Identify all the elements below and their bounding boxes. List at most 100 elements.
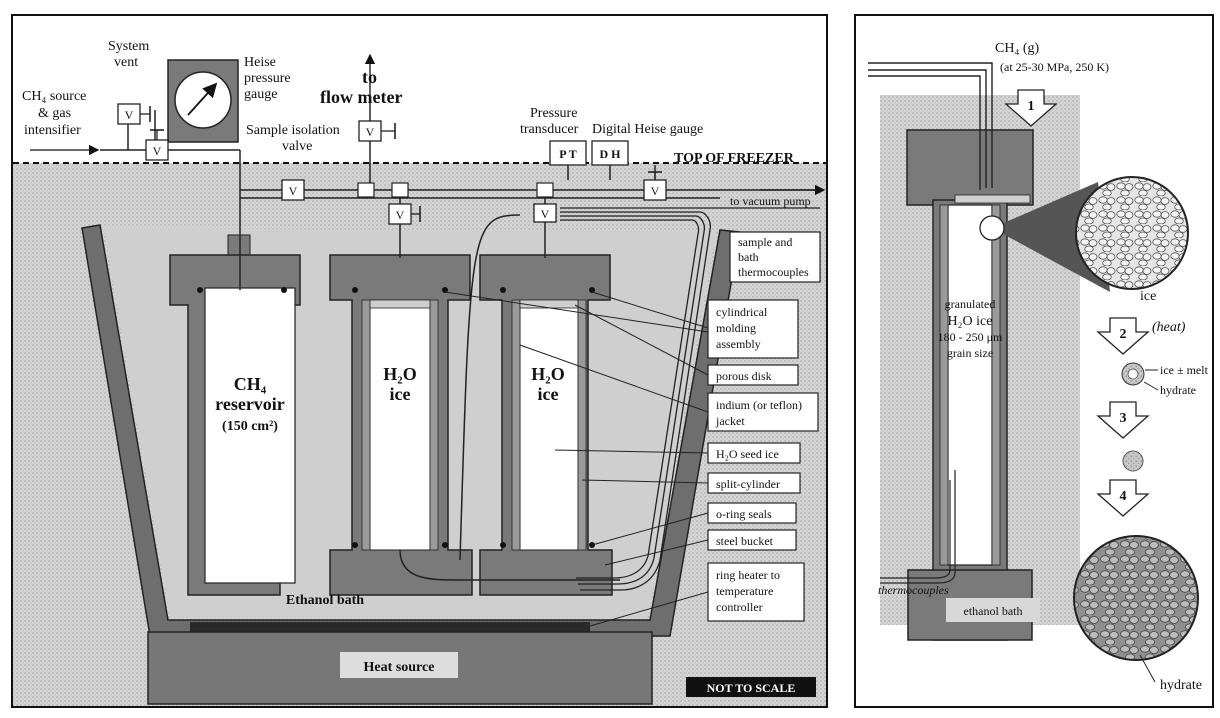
label-reservoir-3: (150 cm²) [222,419,278,434]
svg-text:V: V [541,207,550,221]
svg-text:o-ring seals: o-ring seals [716,507,772,521]
svg-text:split-cylinder: split-cylinder [716,477,780,491]
label-system-vent-2: vent [114,55,138,70]
label-digital-heise: Digital Heise gauge [592,122,703,137]
label-hydrate-small: hydrate [1160,383,1196,397]
svg-text:V: V [366,125,375,139]
label-system-vent-1: System [108,39,149,54]
svg-text:porous disk: porous disk [716,369,772,383]
valve-sample-2: V [533,203,557,223]
svg-text:sample and: sample and [738,235,792,249]
step-4: 4 [1120,489,1127,504]
valve-vacuum: V [643,171,667,201]
sample-assembly-2 [479,254,613,596]
molding-vessel [906,129,1034,641]
not-to-scale-bg [686,677,816,697]
svg-text:D H: D H [600,147,622,161]
svg-text:V: V [396,208,405,222]
step-arrows [1004,89,1150,517]
right-bath-label-bg [946,598,1040,622]
box-thermocouples [729,231,821,283]
label-not-to-scale: NOT TO SCALE [707,681,796,695]
label-reservoir-2: reservoir [215,394,285,414]
label-ice2-2: ice [538,384,559,404]
ice-grain-magnified [1075,176,1189,290]
label-heat-source: Heat source [364,660,435,675]
callout-leaders [444,291,709,627]
label-vacuum-pump: to vacuum pump [730,194,811,208]
label-heat: (heat) [1152,320,1186,335]
label-ice: ice [1140,289,1156,304]
heise-pressure-gauge [167,59,239,143]
step-1: 1 [1028,99,1035,114]
svg-text:V: V [153,144,162,158]
label-ch4-conditions: (at 25-30 MPa, 250 K) [1000,60,1109,74]
reservoir-chamber [204,287,296,584]
ring-heater-plate [190,622,590,632]
svg-text:jacket: jacket [715,414,745,428]
label-top-of-freezer: TOP OF FREEZER [674,151,795,166]
digital-heise-gauge: D H [591,140,629,166]
label-thermocouples: thermocouples [878,583,949,597]
pressure-transducer: P T [549,140,587,166]
svg-text:ring heater to: ring heater to [716,568,780,582]
label-ch4-source-1: CH₄ source [22,89,86,104]
label-heise-2: pressure [244,71,291,86]
svg-text:indium (or teflon): indium (or teflon) [716,398,802,412]
label-sample-iso-1: Sample isolation [246,123,340,138]
ice-grain-point [979,215,1005,241]
label-ch4-gas: CH₄ (g) [995,41,1039,56]
label-heise-3: gauge [244,87,277,102]
label-flow-1: to [362,67,377,87]
valve-system-vent: V [117,103,151,125]
svg-text:cylindrical: cylindrical [716,305,768,319]
svg-text:temperature: temperature [716,584,773,598]
label-sample-iso-2: valve [282,139,312,154]
label-flow-2: flow meter [320,87,402,107]
svg-text:thermocouples: thermocouples [738,265,809,279]
ch4-reservoir-assembly [169,234,301,596]
sample-assembly-1 [329,254,473,596]
thermocouple-lines [880,470,956,584]
label-granulated-1: granulated [945,297,996,311]
svg-text:bath: bath [738,250,759,264]
label-granulated-3: 180 - 250 μm [938,330,1003,344]
right-panel: 1 2 3 4 CH₄ (g) (at 25-30 MPa, 250 K) ic… [854,14,1214,708]
label-ice1-1: H₂O [383,364,416,384]
svg-text:steel bucket: steel bucket [716,534,774,548]
label-ice2-1: H₂O [531,364,564,384]
svg-text:V: V [651,184,660,198]
svg-text:molding: molding [716,321,756,335]
label-heise-1: Heise [244,55,276,70]
label-granulated-2: H₂O ice [948,314,993,329]
label-ice1-2: ice [390,384,411,404]
gas-lines [100,100,820,581]
label-pressure-1: Pressure [530,106,577,121]
label-ethanol-bath-right: ethanol bath [964,604,1023,618]
svg-text:V: V [125,108,134,122]
step-3: 3 [1120,411,1127,426]
label-hydrate-large: hydrate [1160,678,1202,693]
step-2: 2 [1120,327,1127,342]
svg-text:P T: P T [559,147,576,161]
left-panel: V V V V V [11,14,828,708]
callouts: cylindrical molding assembly porous disk… [707,299,819,622]
label-granulated-4: grain size [947,346,993,360]
valves: V V V V V [117,103,667,225]
grain-hydrate [1122,450,1144,472]
label-ethanol-bath: Ethanol bath [286,593,364,608]
svg-text:V: V [289,184,298,198]
valve-sample-isolation: V [281,179,305,201]
label-ch4-source-2: & gas [38,106,71,121]
heat-source-label-bg [340,652,458,678]
valve-flow-meter: V [358,120,396,142]
svg-text:assembly: assembly [716,337,761,351]
gas-inlet-lines [868,62,993,190]
label-reservoir-1: CH₄ [234,374,267,394]
label-ice-melt: ice ± melt [1160,363,1209,377]
hydrate-magnified [1073,535,1199,661]
valve-sample-1: V [388,203,421,225]
svg-text:H₂O seed ice: H₂O seed ice [716,447,779,461]
